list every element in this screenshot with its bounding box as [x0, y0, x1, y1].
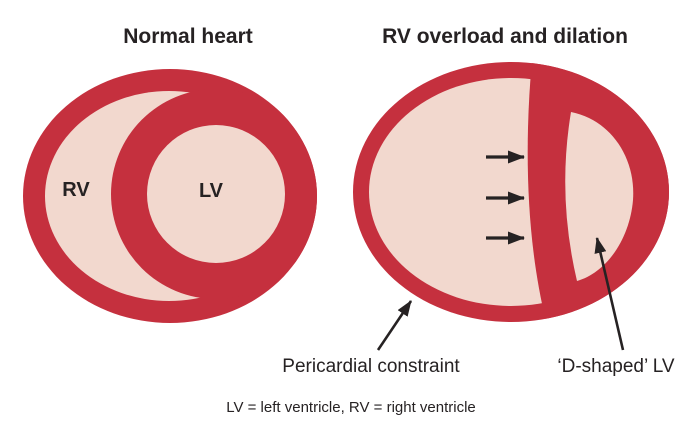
- right-panel-title: RV overload and dilation: [382, 25, 628, 48]
- pericardial-constraint-pointer-arrow-icon: [376, 300, 413, 351]
- d-shaped-lv-annotation: ‘D-shaped’ LV: [557, 356, 675, 377]
- rv-chamber-label: RV: [62, 179, 90, 201]
- abbreviation-legend: LV = left ventricle, RV = right ventricl…: [226, 399, 476, 416]
- pericardial-constraint-annotation: Pericardial constraint: [282, 356, 460, 377]
- normal-heart-illustration: [23, 69, 317, 323]
- lv-chamber-label: LV: [198, 180, 224, 202]
- overloaded-heart-illustration: [353, 62, 669, 322]
- d-shaped-lv-pointer-arrow-icon: [594, 237, 625, 351]
- left-panel-title: Normal heart: [123, 25, 253, 48]
- normal-lv-cavity: [147, 125, 285, 263]
- d-shaped-lv-cavity: [565, 112, 634, 281]
